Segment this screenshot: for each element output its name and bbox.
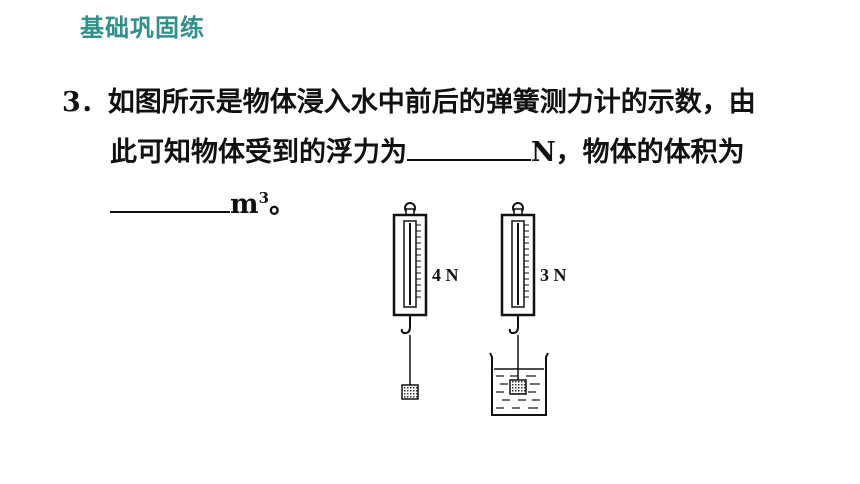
question-text-1: 如图所示是物体浸入水中前后的弹簧测力计的示数，由 [107, 87, 756, 118]
question-line-2: 此可知物体受到的浮力为 N，物体的体积为 [110, 130, 745, 169]
question-unit-n: N，物体的体积为 [531, 137, 745, 168]
beaker [489, 352, 549, 416]
question-text-2: 此可知物体受到的浮力为 [110, 137, 407, 168]
unit-exponent: 3 [258, 189, 270, 207]
left-object [401, 384, 419, 400]
right-object [509, 379, 527, 395]
right-spring-scale [489, 202, 549, 416]
right-reading: 3 N [540, 265, 567, 285]
answer-blank-volume[interactable] [110, 189, 230, 213]
question-line-1: 3．如图所示是物体浸入水中前后的弹簧测力计的示数，由 [62, 80, 756, 119]
left-reading: 4 N [432, 265, 459, 285]
left-spring-scale [392, 202, 428, 400]
question-number: 3． [62, 87, 108, 118]
answer-blank-buoyancy[interactable] [407, 137, 531, 161]
unit-m: m [230, 189, 259, 220]
question-line-3: m3。 [110, 182, 296, 221]
question-end: 。 [269, 189, 297, 220]
section-title: 基础巩固练 [80, 14, 205, 42]
spring-scale-figure: 4 N [380, 195, 580, 425]
